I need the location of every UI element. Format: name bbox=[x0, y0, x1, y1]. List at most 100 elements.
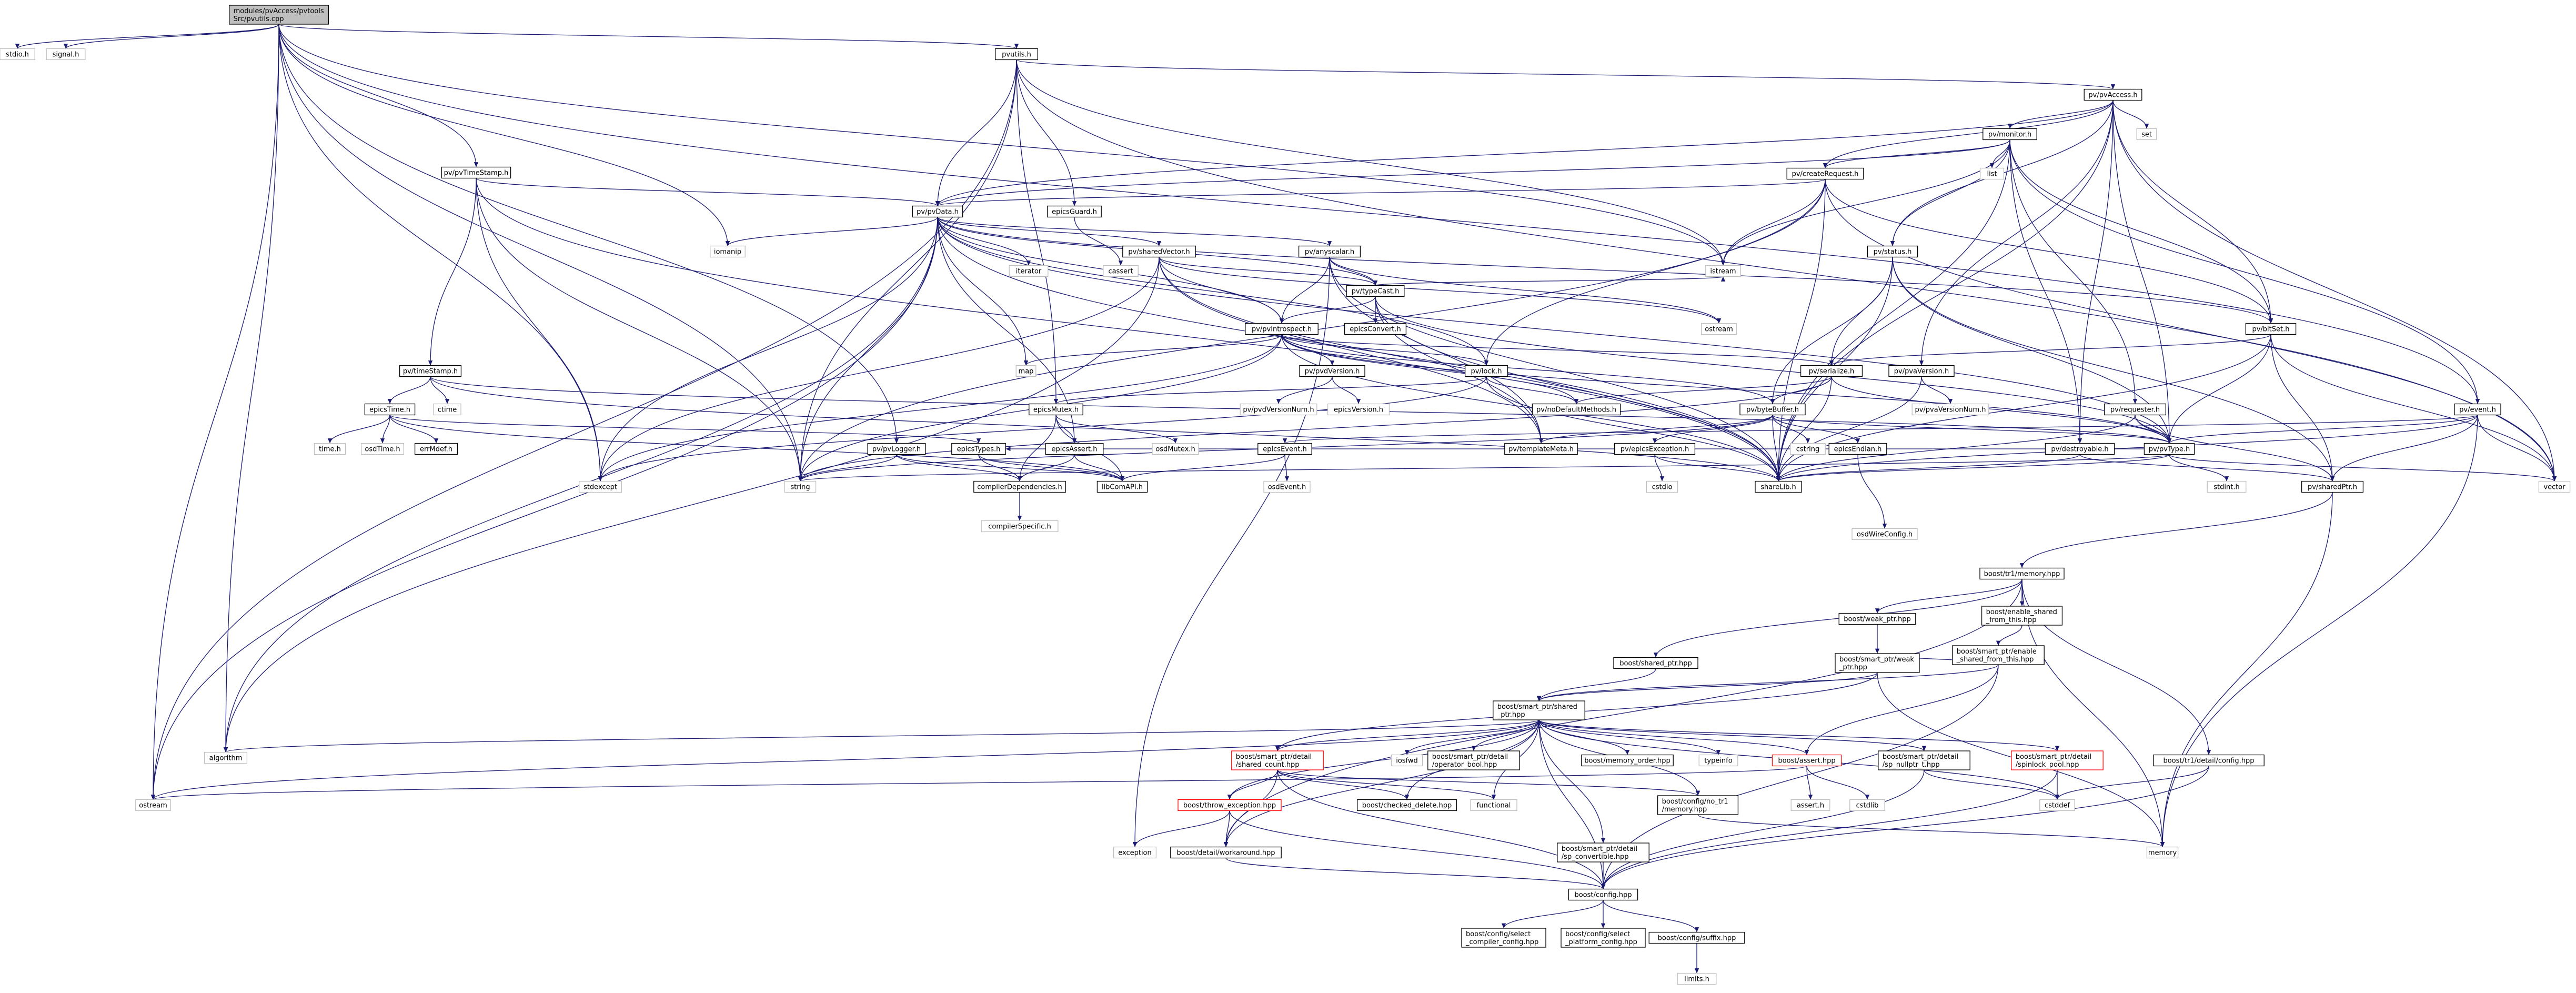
graph-node-list[interactable]: list bbox=[1979, 167, 2005, 180]
graph-node-destroyable-h[interactable]: pv/destroyable.h bbox=[2045, 443, 2115, 455]
graph-node-epicsAssert-h[interactable]: epicsAssert.h bbox=[1045, 443, 1104, 455]
graph-node-sp-operator-bool[interactable]: boost/smart_ptr/detail/operator_bool.hpp bbox=[1427, 750, 1520, 770]
graph-node-pvTimeStamp-h[interactable]: pv/pvTimeStamp.h bbox=[441, 166, 511, 179]
graph-node-pvaVersion-h[interactable]: pv/pvaVersion.h bbox=[1888, 365, 1955, 377]
graph-node-sharedPtr-h[interactable]: pv/sharedPtr.h bbox=[2301, 480, 2364, 493]
graph-node-cstddef[interactable]: cstddef bbox=[2039, 799, 2075, 811]
graph-node-pvutils-h[interactable]: pvutils.h bbox=[994, 48, 1039, 61]
graph-node-limits-h[interactable]: limits.h bbox=[1677, 972, 1717, 985]
graph-node-throw-exception[interactable]: boost/throw_exception.hpp bbox=[1178, 799, 1282, 811]
graph-node-algorithm[interactable]: algorithm bbox=[204, 751, 248, 764]
graph-node-lock-h[interactable]: pv/lock.h bbox=[1464, 365, 1508, 377]
graph-node-workaround[interactable]: boost/detail/workaround.hpp bbox=[1170, 846, 1282, 859]
graph-node-map[interactable]: map bbox=[1015, 365, 1037, 377]
graph-node-compilerDependencies-h[interactable]: compilerDependencies.h bbox=[973, 480, 1066, 493]
graph-node-exception[interactable]: exception bbox=[1113, 846, 1157, 859]
graph-node-sharedVector-h[interactable]: pv/sharedVector.h bbox=[1122, 245, 1196, 258]
graph-node-epicsEndian-h[interactable]: epicsEndian.h bbox=[1828, 443, 1887, 455]
graph-node-epicsVersion-h[interactable]: epicsVersion.h bbox=[1327, 403, 1390, 416]
graph-node-shared-ptr[interactable]: boost/shared_ptr.hpp bbox=[1613, 657, 1698, 669]
graph-node-epicsTime-h[interactable]: epicsTime.h bbox=[364, 403, 416, 416]
graph-node-errMdef-h[interactable]: errMdef.h bbox=[414, 443, 458, 455]
graph-node-createRequest-h[interactable]: pv/createRequest.h bbox=[1786, 167, 1864, 180]
graph-node-memory[interactable]: memory bbox=[2146, 846, 2179, 859]
graph-node-event-h[interactable]: pv/event.h bbox=[2454, 403, 2501, 416]
graph-node-sp-nullptr[interactable]: boost/smart_ptr/detail/sp_nullptr_t.hpp bbox=[1878, 750, 1970, 770]
graph-node-stdio-h[interactable]: stdio.h bbox=[0, 48, 35, 61]
graph-node-iomanip[interactable]: iomanip bbox=[710, 245, 746, 258]
graph-node-suffix[interactable]: boost/config/suffix.hpp bbox=[1648, 931, 1745, 944]
graph-node-pvData-h[interactable]: pv/pvData.h bbox=[912, 205, 963, 218]
graph-node-tr1-config[interactable]: boost/tr1/detail/config.hpp bbox=[2153, 754, 2265, 767]
graph-node-vector[interactable]: vector bbox=[2538, 480, 2571, 493]
graph-node-iterator[interactable]: iterator bbox=[1009, 265, 1049, 277]
graph-node-memory-order[interactable]: boost/memory_order.hpp bbox=[1581, 754, 1674, 767]
graph-node-no-tr1-memory[interactable]: boost/config/no_tr1/memory.hpp bbox=[1657, 795, 1739, 815]
graph-node-cassert[interactable]: cassert bbox=[1103, 265, 1139, 277]
graph-node-time-h[interactable]: time.h bbox=[314, 443, 346, 455]
graph-node-epicsEvent-h[interactable]: epicsEvent.h bbox=[1257, 443, 1312, 455]
graph-node-assert-h[interactable]: assert.h bbox=[1790, 799, 1830, 811]
graph-node-sp-enable-shared[interactable]: boost/smart_ptr/enable_shared_from_this.… bbox=[1952, 645, 2045, 665]
graph-node-typeinfo[interactable]: typeinfo bbox=[1698, 754, 1738, 767]
graph-node-osdWireConfig-h[interactable]: osdWireConfig.h bbox=[1852, 528, 1918, 540]
graph-node-pvdVersion-h[interactable]: pv/pvdVersion.h bbox=[1299, 365, 1365, 377]
graph-node-epicsTypes-h[interactable]: epicsTypes.h bbox=[951, 443, 1006, 455]
graph-node-sharedLib-h[interactable]: shareLib.h bbox=[1755, 480, 1802, 493]
graph-node-pvIntrospect-h[interactable]: pv/pvIntrospect.h bbox=[1245, 323, 1319, 335]
graph-node-pvAccess-h[interactable]: pv/pvAccess.h bbox=[2084, 88, 2142, 101]
graph-node-ostream-std[interactable]: ostream bbox=[1701, 323, 1737, 335]
graph-node-serialize-h[interactable]: pv/serialize.h bbox=[1800, 365, 1863, 377]
graph-node-enable-shared[interactable]: boost/enable_shared_from_this.hpp bbox=[1981, 606, 2063, 626]
graph-node-iosfwd[interactable]: iosfwd bbox=[1391, 754, 1423, 767]
graph-node-tr1-memory[interactable]: boost/tr1/memory.hpp bbox=[1979, 567, 2065, 580]
graph-node-pvaVersionNum-h[interactable]: pv/pvaVersionNum.h bbox=[1911, 403, 1989, 416]
graph-node-pvLogger-h[interactable]: pv/pvLogger.h bbox=[867, 443, 926, 455]
graph-node-templateMeta-h[interactable]: pv/templateMeta.h bbox=[1504, 443, 1578, 455]
graph-node-pvType-h[interactable]: pv/pvType.h bbox=[2144, 443, 2195, 455]
graph-node-compilerSpecific-h[interactable]: compilerSpecific.h bbox=[981, 520, 1059, 533]
graph-node-monitor-h[interactable]: pv/monitor.h bbox=[1983, 128, 2037, 141]
graph-node-signal-h[interactable]: signal.h bbox=[46, 48, 86, 61]
graph-node-set[interactable]: set bbox=[2136, 128, 2157, 141]
graph-node-ostream[interactable]: ostream bbox=[135, 799, 171, 811]
graph-node-stdexcept[interactable]: stdexcept bbox=[578, 480, 622, 493]
graph-node-weak-ptr[interactable]: boost/weak_ptr.hpp bbox=[1838, 613, 1916, 625]
graph-node-assert-hpp[interactable]: boost/assert.hpp bbox=[1772, 754, 1842, 767]
graph-node-select-compiler[interactable]: boost/config/select_compiler_config.hpp bbox=[1461, 928, 1546, 948]
graph-node-pvaException-h[interactable]: pv/epicsException.h bbox=[1614, 443, 1696, 455]
graph-node-cstring[interactable]: cstring bbox=[1790, 443, 1826, 455]
graph-node-status-h[interactable]: pv/status.h bbox=[1867, 245, 1918, 258]
graph-node-functional[interactable]: functional bbox=[1470, 799, 1517, 811]
graph-node-epicsMutex-h[interactable]: epicsMutex.h bbox=[1029, 403, 1083, 416]
graph-node-requester-h[interactable]: pv/requester.h bbox=[2104, 403, 2167, 416]
graph-node-cstdio[interactable]: cstdio bbox=[1646, 480, 1678, 493]
graph-node-config-hpp[interactable]: boost/config.hpp bbox=[1568, 888, 1638, 901]
graph-node-sp-convertible[interactable]: boost/smart_ptr/detail/sp_convertible.hp… bbox=[1557, 842, 1649, 862]
graph-node-sp-shared-count[interactable]: boost/smart_ptr/detail/shared_count.hpp bbox=[1231, 750, 1324, 770]
graph-node-noDefaultMethods-h[interactable]: pv/noDefaultMethods.h bbox=[1532, 403, 1621, 416]
graph-node-typeCast-h[interactable]: pv/typeCast.h bbox=[1346, 285, 1405, 297]
graph-node-stdint-h[interactable]: stdint.h bbox=[2207, 480, 2247, 493]
graph-node-epicsConvert-h[interactable]: epicsConvert.h bbox=[1344, 323, 1407, 335]
graph-node-byteBuffer-h[interactable]: pv/byteBuffer.h bbox=[1739, 403, 1806, 416]
graph-node-sp-weak-ptr[interactable]: boost/smart_ptr/weak_ptr.hpp bbox=[1835, 653, 1920, 673]
graph-node-epicsGuard-h[interactable]: epicsGuard.h bbox=[1047, 205, 1102, 218]
graph-node-libComAPI-h[interactable]: libComAPI.h bbox=[1096, 480, 1148, 493]
graph-node-checked-delete[interactable]: boost/checked_delete.hpp bbox=[1356, 799, 1457, 811]
graph-node-anyscalar-h[interactable]: pv/anyscalar.h bbox=[1298, 245, 1361, 258]
graph-node-cstdlib[interactable]: cstdlib bbox=[1849, 799, 1885, 811]
graph-node-bitSet-h[interactable]: pv/bitSet.h bbox=[2245, 323, 2297, 335]
graph-node-spinlock-pool[interactable]: boost/smart_ptr/detail/spinlock_pool.hpp bbox=[2011, 750, 2104, 770]
graph-node-string[interactable]: string bbox=[784, 480, 817, 493]
graph-node-timeStamp-h[interactable]: pv/timeStamp.h bbox=[399, 365, 462, 377]
graph-node-osdEvent-h[interactable]: osdEvent.h bbox=[1263, 480, 1311, 493]
graph-node-ctime[interactable]: ctime bbox=[433, 403, 461, 416]
graph-node-osdMutex-h[interactable]: osdMutex.h bbox=[1152, 443, 1199, 455]
graph-node-osdTime-h[interactable]: osdTime.h bbox=[360, 443, 405, 455]
graph-node-pvdVersionNum-h[interactable]: pv/pvdVersionNum.h bbox=[1240, 403, 1317, 416]
graph-node-istream[interactable]: istream bbox=[1705, 265, 1741, 277]
graph-node-sp-shared-ptr[interactable]: boost/smart_ptr/shared_ptr.hpp bbox=[1493, 700, 1585, 720]
graph-node-select-platform[interactable]: boost/config/select_platform_config.hpp bbox=[1561, 928, 1646, 948]
